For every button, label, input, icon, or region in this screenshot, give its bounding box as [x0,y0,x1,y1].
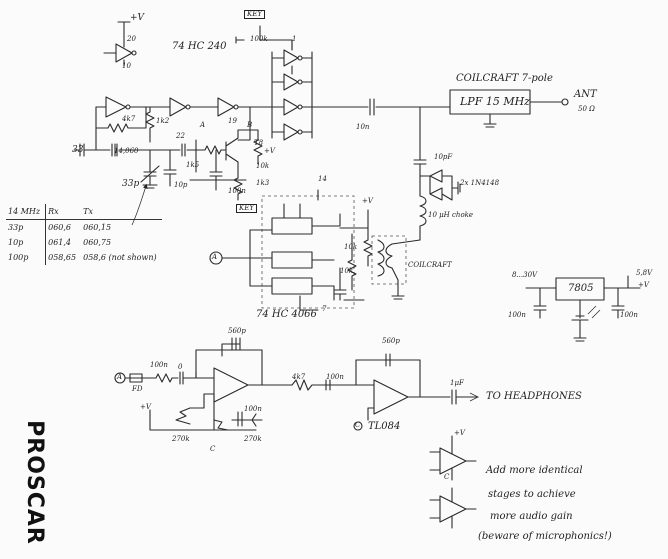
label-c100n-r1: 100n [508,311,526,319]
table-cell: 10p [6,235,47,250]
table-cell: 060,15 [83,223,112,232]
table-header-cell: Rx [45,204,82,220]
label-c22: 22 [176,132,185,140]
label-c1uf: 1μF [450,379,464,387]
label-pin7: 7 [322,305,327,313]
label-pin14: 14 [318,175,327,183]
label-diodes: 2x 1N4148 [460,179,500,187]
note-line-4: (beware of microphonics!) [478,531,612,542]
label-coilcraft: COILCRAFT [408,261,452,269]
label-key-top: KEY [244,10,265,19]
label-tp-b: B [247,121,253,129]
label-r-1k5: 1k5 [186,161,200,169]
table-cell: 33p [6,219,47,235]
label-tp-a: A [200,121,206,129]
label-vin: 8...30V [512,271,538,279]
table-cell: 060,75 [83,238,112,247]
table-cell: 058,65 [48,253,77,262]
label-tp-a-in: A [117,373,123,381]
label-headphones: TO HEADPHONES [486,391,582,402]
label-vcc-low: +V [140,403,151,411]
opamp-2 [373,379,409,415]
note-line-3: more audio gain [490,511,573,522]
table-header-cell: Tx [81,204,162,220]
label-key-mid: KEY [236,204,257,213]
label-c33p: 33p [122,179,140,189]
label-fd: FD [132,385,143,393]
table-row: 10p 061,4 060,75 [6,235,162,250]
label-vout-plus: +V [638,281,649,289]
label-pin19: 19 [228,117,237,125]
label-c10p: 10p [174,181,188,189]
label-tp-c-b: C [355,421,361,429]
label-r100n-in: 100n [150,361,168,369]
crystal-frequency-table: 14 MHz Rx Tx 33p 060,6 060,15 10p 061,4 … [6,204,162,265]
label-vout: 5,8V [636,269,653,277]
note-line-2: stages to achieve [488,489,576,500]
label-r-4k7-b: 4k7 [292,373,306,381]
label-op-c: C [444,473,450,481]
label-choke: 10 μH choke [428,211,474,219]
label-c10pf: 10pF [434,153,453,161]
inverter-1 [105,96,127,118]
label-reg: 7805 [568,283,594,294]
label-r-10k-b: 10k [344,243,358,251]
label-r270k-a: 270k [172,435,190,443]
label-ant-ohm: 50 Ω [578,105,595,113]
label-c100n-c: 100n [244,405,262,413]
label-r100k-top: 100k [250,35,268,43]
label-ic-hc4066: 74 HC 4066 [256,309,317,320]
table-header-cell: 14 MHz [6,204,47,220]
label-tl084: TL084 [368,421,401,432]
label-pin10: 10 [122,62,131,70]
label-tp-c-a: C [210,445,216,453]
label-r-10k-a: 10k [256,162,270,170]
label-r-1k2: 1k2 [156,117,170,125]
label-c10n: 10n [356,123,370,131]
table-cell: 060,6 [48,223,72,232]
label-ic-hc240: 74 HC 240 [172,41,227,52]
proscar-stamp: PROSCAR [21,420,47,545]
table-cell: 100p [6,250,47,265]
label-r-4k7: 4k7 [122,115,136,123]
note-line-1: Add more identical [486,465,583,476]
label-c560p-b: 560p [382,337,400,345]
table-cell: 058,6 (not shown) [83,253,157,262]
label-c100n-b: 100n [326,373,344,381]
label-c100n-r2: 100n [620,311,638,319]
label-tp-a-mid: A [212,253,218,261]
label-pin20: 20 [127,35,136,43]
label-c560p-a: 560p [228,327,246,335]
label-t8: T8 [254,139,264,147]
opamp-1 [213,367,249,403]
label-coilcraft-lpf: COILCRAFT 7-pole [456,73,553,84]
label-r-10k-c: 10k [340,267,354,275]
label-op-plus: +V [454,429,465,437]
label-vcc-top: +V [130,13,145,23]
label-c100n-a: 100n [228,187,246,195]
label-r-1k3: 1k3 [256,179,270,187]
label-r270k-b: 270k [244,435,262,443]
table-row: 33p 060,6 060,15 [6,219,162,235]
table-header-row: 14 MHz Rx Tx [6,204,162,220]
label-n1: 1 [292,35,297,43]
inverter-3 [217,97,235,117]
label-vcc-t8: +V [264,147,275,155]
inverter-2 [169,97,187,117]
label-xtal: 14,060 [114,147,139,155]
table-cell: 061,4 [48,238,72,247]
label-vcc-mid: +V [362,197,373,205]
label-lpf: LPF 15 MHz [460,95,530,108]
label-ant: ANT [574,89,597,100]
table-row: 100p 058,65 058,6 (not shown) [6,250,162,265]
label-c33: 33 [72,145,84,155]
label-r-zero: 0 [178,363,183,371]
